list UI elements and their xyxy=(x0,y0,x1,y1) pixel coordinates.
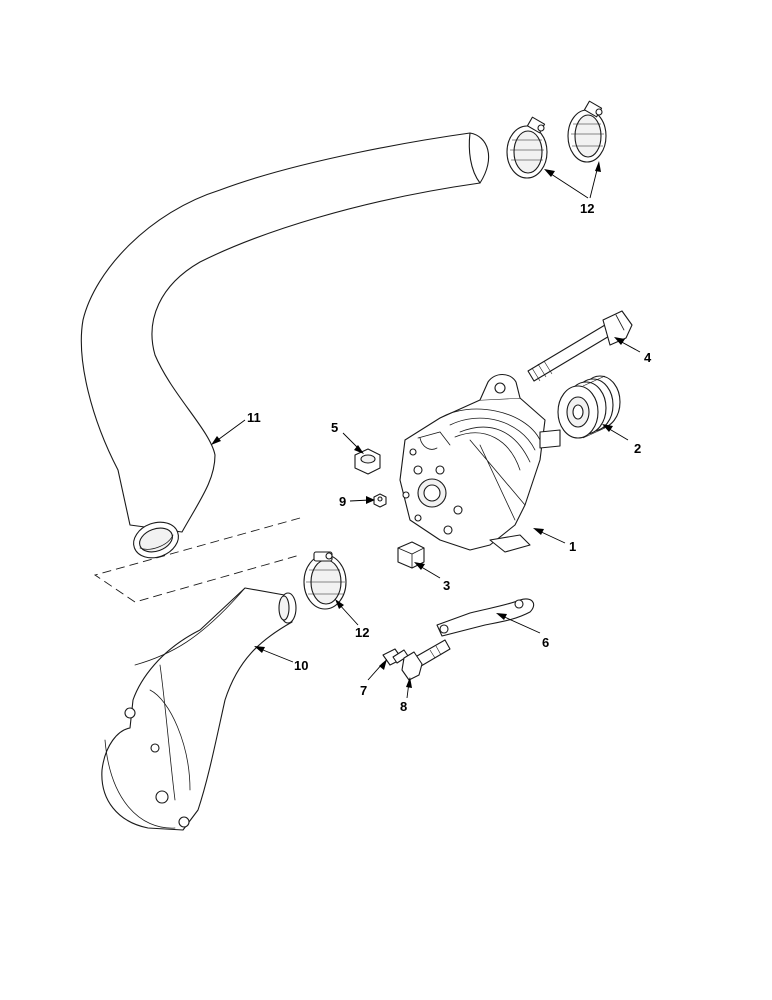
hose-clamp-12-top-right[interactable] xyxy=(567,100,607,163)
callout-5: 5 xyxy=(331,420,338,435)
screw-part-7[interactable] xyxy=(382,648,409,666)
callout-1: 1 xyxy=(569,539,576,554)
pipe-part-10[interactable] xyxy=(101,587,297,831)
spacer-part-3[interactable] xyxy=(397,541,425,569)
pulley-part-2[interactable] xyxy=(557,375,621,439)
nut-part-9[interactable] xyxy=(373,493,387,508)
nut-part-5[interactable] xyxy=(354,448,381,475)
hose-part-11[interactable] xyxy=(80,132,490,564)
callout-12-middle: 12 xyxy=(355,625,369,640)
bolt-part-8[interactable] xyxy=(401,639,451,681)
callout-6: 6 xyxy=(542,635,549,650)
callout-7: 7 xyxy=(360,683,367,698)
callout-3: 3 xyxy=(443,578,450,593)
leader-lines xyxy=(211,161,641,699)
bolt-part-4[interactable] xyxy=(527,310,633,382)
callout-8: 8 xyxy=(400,699,407,714)
callout-9: 9 xyxy=(339,494,346,509)
alternator-part-1[interactable] xyxy=(399,373,561,553)
callout-11: 11 xyxy=(247,410,261,425)
callout-4: 4 xyxy=(644,350,652,365)
hose-clamp-12-middle[interactable] xyxy=(303,551,347,610)
callout-2: 2 xyxy=(634,441,641,456)
alignment-dashed-outline xyxy=(93,517,301,603)
hose-clamp-12-top-left[interactable] xyxy=(506,116,548,179)
callout-12-top: 12 xyxy=(580,201,594,216)
adjusting-strap-part-6[interactable] xyxy=(436,598,535,637)
callout-10: 10 xyxy=(294,658,308,673)
